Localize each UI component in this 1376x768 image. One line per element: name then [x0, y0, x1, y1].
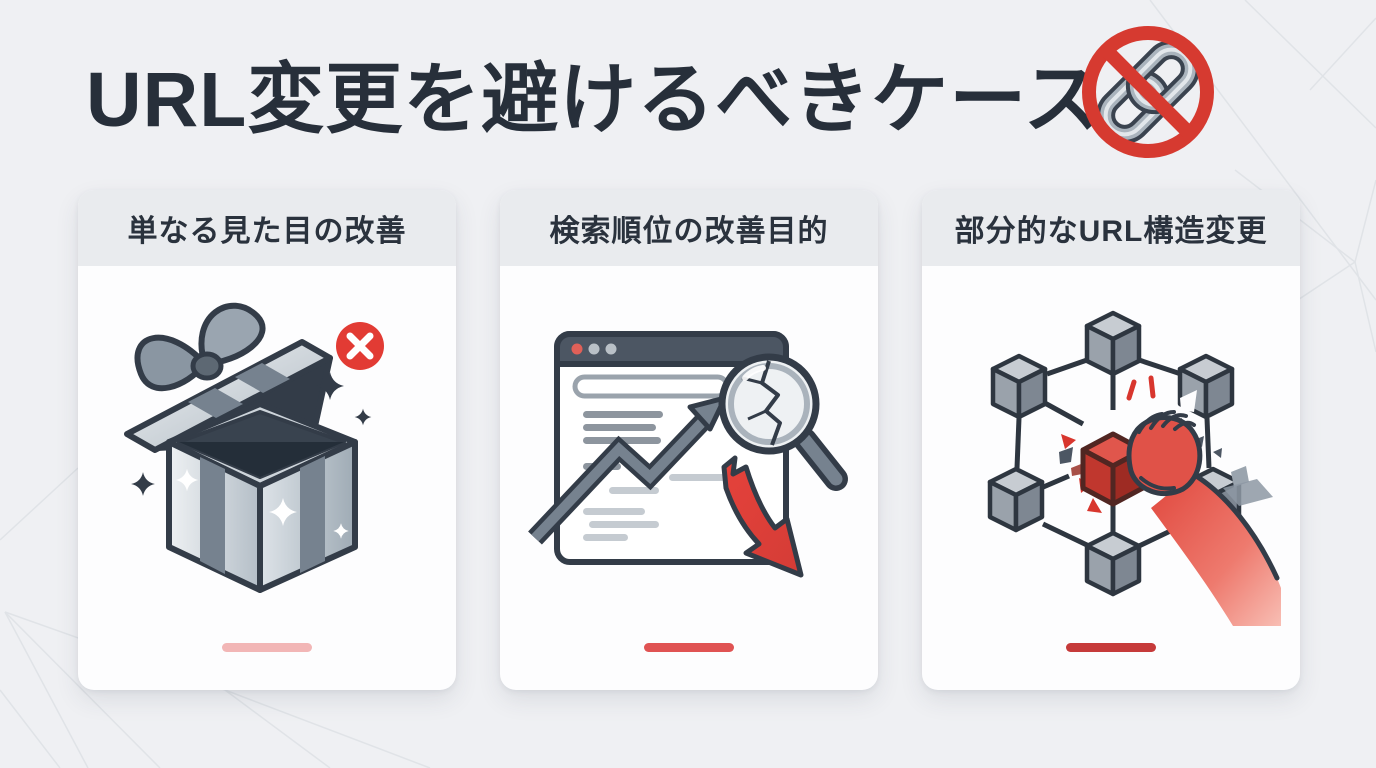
- gift-box-illustration: [124, 302, 384, 593]
- card-partial-url-change: 部分的なURL構造変更: [922, 190, 1300, 690]
- debris-fragments: [1059, 436, 1222, 464]
- card-header: 検索順位の改善目的: [500, 190, 878, 266]
- accent-bar: [1066, 643, 1156, 652]
- card-title: 単なる見た目の改善: [127, 215, 407, 248]
- ranking-drop-illustration: [528, 331, 848, 578]
- card-title: 検索順位の改善目的: [549, 215, 829, 248]
- up-trend-arrow-icon: [528, 395, 728, 545]
- chain-link-prohibited-icon: [1082, 26, 1214, 158]
- accent-bar: [222, 643, 312, 652]
- red-x-badge: [336, 322, 384, 370]
- grabbing-hand-icon: [1126, 410, 1281, 626]
- cracked-magnifier-icon: [718, 353, 848, 491]
- network-links: [1014, 357, 1212, 549]
- card-search-ranking-purpose: 検索順位の改善目的: [500, 190, 878, 690]
- card-header: 部分的なURL構造変更: [922, 190, 1300, 266]
- card-body: [500, 266, 878, 690]
- red-down-arrow-icon: [721, 455, 804, 578]
- page-title: URL変更を避けるべきケース: [86, 57, 1102, 143]
- card-body: [922, 266, 1300, 690]
- card-appearance-improvement: 単なる見た目の改善: [78, 190, 456, 690]
- cards-row: 単なる見た目の改善: [78, 190, 1300, 690]
- card-title: 部分的なURL構造変更: [954, 215, 1268, 248]
- broken-cube-notch: [1180, 390, 1197, 412]
- no-link-icon: [1078, 22, 1218, 162]
- card-body: [78, 266, 456, 690]
- accent-bar: [644, 643, 734, 652]
- cube-network-illustration: [941, 282, 1281, 626]
- impact-marks: [1126, 375, 1156, 401]
- card-header: 単なる見た目の改善: [78, 190, 456, 266]
